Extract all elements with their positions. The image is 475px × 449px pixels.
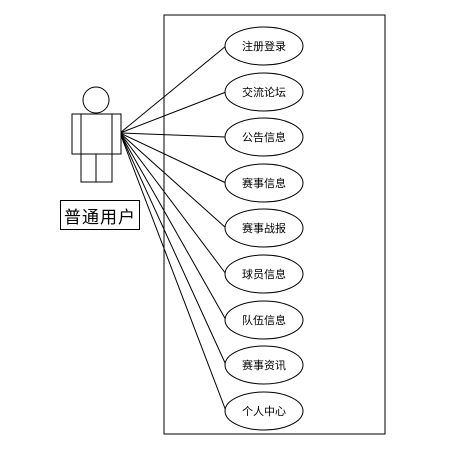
use-case-ellipse [224, 208, 304, 248]
association-line [119, 132, 227, 321]
actor-torso [80, 113, 113, 155]
use-case-ellipse [224, 391, 304, 431]
actor-right-leg [95, 153, 113, 183]
association-line [119, 132, 227, 412]
use-case-label: 球员信息 [242, 268, 286, 281]
use-case-ellipse [224, 163, 304, 203]
use-case-label: 赛事资讯 [242, 359, 286, 372]
use-case-ellipse [224, 117, 304, 157]
actor-right-arm [111, 113, 122, 155]
actor-head [82, 86, 110, 114]
association-line [119, 45, 227, 134]
use-case-ellipse [224, 72, 304, 112]
use-case-label: 赛事战报 [242, 222, 286, 235]
association-line [119, 91, 227, 134]
use-case-ellipse [224, 254, 304, 294]
use-case-ellipses [224, 26, 304, 431]
association-line [119, 132, 227, 184]
actor-label: 普通用户 [60, 200, 140, 230]
system-boundary [163, 14, 386, 435]
use-case-label: 注册登录 [242, 40, 286, 53]
use-case-label: 个人中心 [242, 405, 286, 418]
use-case-label: 队伍信息 [242, 314, 286, 327]
actor-figure [71, 86, 122, 183]
association-line [119, 132, 227, 366]
association-lines [119, 45, 227, 412]
use-case-label: 赛事信息 [242, 177, 286, 190]
use-case-ellipse [224, 300, 304, 340]
use-case-label: 交流论坛 [242, 86, 286, 99]
association-line [119, 132, 227, 275]
association-line [119, 132, 227, 229]
use-case-ellipse [224, 345, 304, 385]
actor-left-leg [80, 153, 97, 183]
actor-left-arm [71, 113, 82, 155]
use-case-label: 公告信息 [242, 131, 286, 144]
use-case-ellipse [224, 26, 304, 66]
association-line [119, 132, 227, 138]
